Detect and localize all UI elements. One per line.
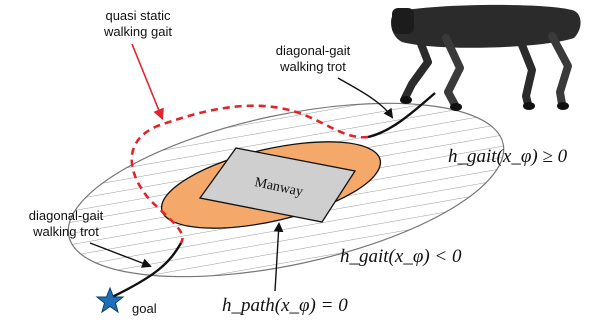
trot-left-label-line1: diagonal-gait [29, 208, 104, 223]
trot-top-label-line2: walking trot [279, 59, 346, 74]
trot-left-arrow [89, 242, 152, 268]
quasi-static-label-line2: walking gait [103, 24, 172, 39]
equation-gait-lt-zero: h_gait(x_φ) < 0 [340, 246, 462, 267]
quasi-static-arrow [131, 43, 164, 121]
equation-gait-ge-zero: h_gait(x_φ) ≥ 0 [448, 146, 568, 167]
quasi-static-path [130, 104, 369, 244]
trot-path-top [367, 92, 436, 139]
trot-path-bottom [109, 242, 183, 300]
trot-top-arrow [337, 77, 394, 119]
quadruped-robot-icon [390, 4, 581, 111]
goal-label: goal [132, 301, 157, 316]
trot-top-label-line1: diagonal-gait [276, 43, 351, 58]
quasi-static-label-line1: quasi static [105, 8, 171, 23]
manway-rect [198, 147, 357, 223]
path-eq-arrow [273, 222, 284, 292]
star-icon [95, 286, 125, 314]
trot-left-label-line2: walking trot [32, 224, 99, 239]
equation-path-eq-zero: h_path(x_φ) = 0 [222, 295, 348, 316]
